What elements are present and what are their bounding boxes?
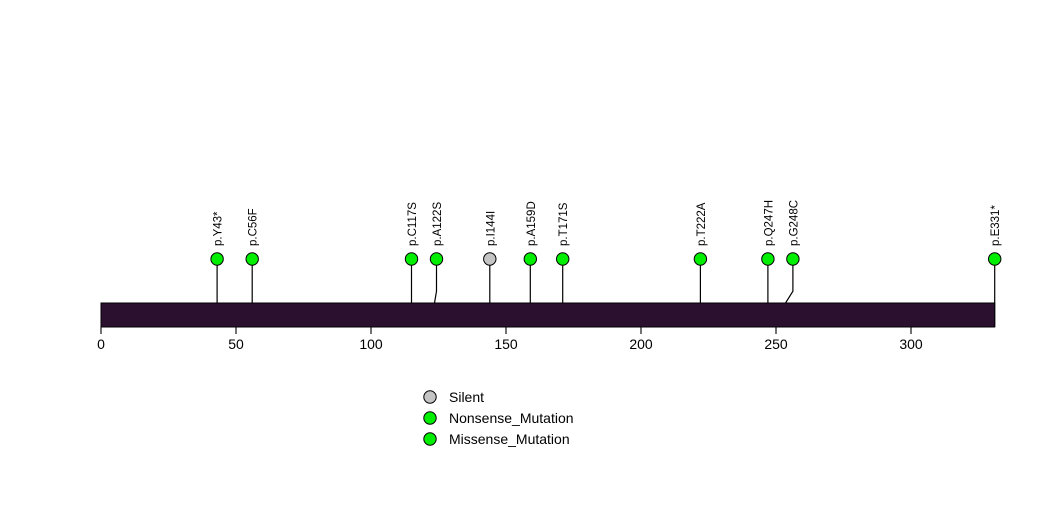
- x-axis-tick-label: 0: [97, 336, 105, 352]
- lollipop-marker[interactable]: [210, 252, 224, 266]
- lollipop-label: p.T222A: [696, 202, 708, 246]
- legend-marker: [423, 390, 437, 404]
- lollipop-label: p.I144I: [485, 211, 497, 246]
- lollipop-label: p.A122S: [432, 202, 444, 246]
- lollipop-marker[interactable]: [429, 252, 444, 266]
- lollipop-marker[interactable]: [761, 252, 775, 266]
- legend-marker: [423, 432, 437, 446]
- lollipop-marker[interactable]: [693, 252, 708, 266]
- x-axis-tick-label: 50: [228, 336, 244, 352]
- lollipop-label: p.A159D: [526, 201, 538, 246]
- lollipop-markers-layer: [210, 252, 1002, 266]
- lollipop-label: p.T171S: [558, 202, 570, 246]
- x-axis-tick-label: 100: [359, 336, 383, 352]
- lollipop-marker[interactable]: [523, 252, 537, 266]
- lollipop-label: p.E331*: [990, 205, 1002, 246]
- x-axis-tick-label: 150: [494, 336, 518, 352]
- x-axis-tick-label: 300: [899, 336, 923, 352]
- legend-label: Nonsense_Mutation: [449, 410, 574, 426]
- protein-bar-layer: [100, 302, 996, 328]
- legend-label: Silent: [449, 389, 484, 405]
- lollipop-marker[interactable]: [483, 252, 497, 266]
- lollipop-label: p.C117S: [407, 202, 419, 246]
- lollipop-marker[interactable]: [556, 252, 570, 266]
- lollipop-label: p.Q247H: [763, 200, 775, 246]
- lollipop-label: p.Y43*: [213, 211, 225, 246]
- lollipop-marker[interactable]: [786, 252, 800, 266]
- lollipop-marker[interactable]: [988, 252, 1002, 266]
- lollipop-label: p.G248C: [788, 200, 800, 246]
- legend-marker: [423, 411, 437, 425]
- axis-layer: 0 50 100 150 200 250 300: [97, 326, 995, 352]
- lollipop-label: p.C56F: [248, 208, 260, 246]
- lollipop-marker[interactable]: [404, 252, 419, 266]
- x-axis-tick-label: 250: [764, 336, 788, 352]
- x-axis-tick-label: 200: [629, 336, 653, 352]
- lollipop-marker[interactable]: [245, 252, 259, 266]
- legend-label: Missense_Mutation: [449, 431, 570, 447]
- lollipop-labels-layer: p.Y43* p.C56F p.C117S p.A122S p.I144I p.A159D…: [213, 200, 1003, 246]
- protein-domain-bar: [100, 302, 996, 328]
